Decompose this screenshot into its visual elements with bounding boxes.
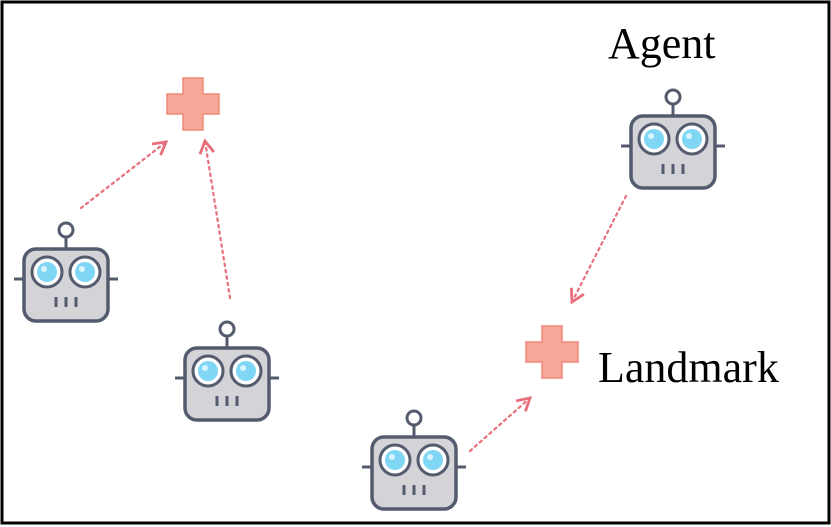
arrow-robot-far-left-to-landmark: [79, 140, 169, 210]
landmark-label: Landmark: [598, 343, 779, 392]
landmark-icon-right: [525, 325, 579, 379]
robot-icon-far-left: [12, 221, 120, 323]
arrow-robot-top-right-to-landmark: [569, 194, 628, 305]
robot-icon-center-left: [173, 320, 281, 422]
landmark-icon-left: [166, 77, 220, 131]
agent-label: Agent: [608, 19, 716, 68]
robot-icon-bottom: [360, 409, 468, 511]
robot-icon-top-right: [619, 88, 727, 190]
arrow-robot-center-left-to-landmark: [198, 138, 232, 300]
arrow-robot-bottom-to-landmark: [468, 396, 533, 453]
